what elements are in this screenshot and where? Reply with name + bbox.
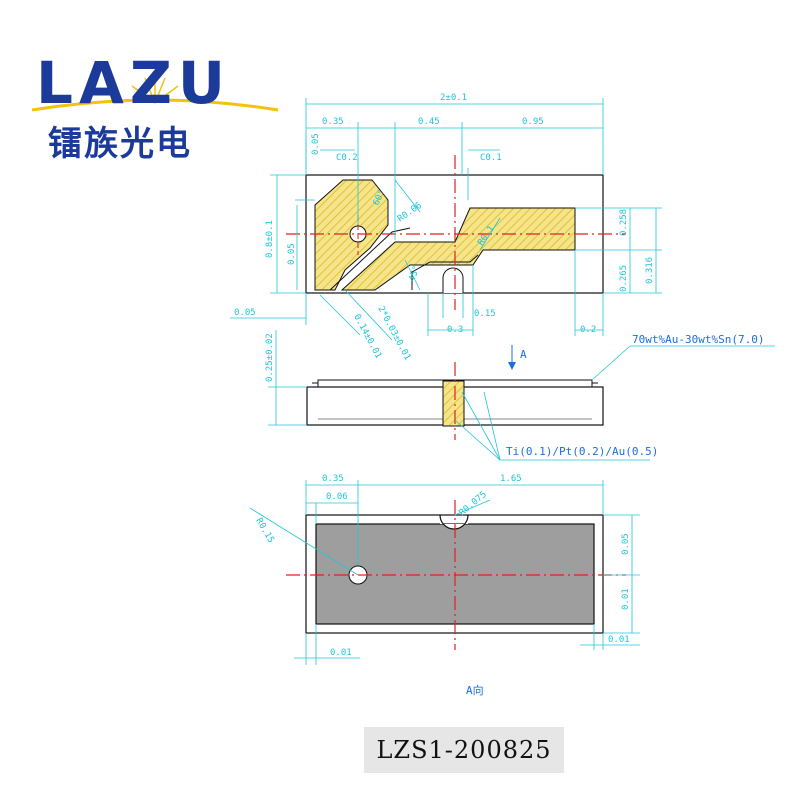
bottom-label-1: 0.14±0.01 (351, 313, 383, 361)
bottom-hole-label: R0.15 (253, 517, 275, 545)
side-thickness-label: 0.25±0.02 (265, 333, 275, 382)
bottom-view: 1.65 0.35 0.06 R0.15 R0.075 0.05 0.01 0.… (249, 474, 640, 697)
top-view: 2±0.1 0.35 0.45 0.95 0.05 0.8±0.1 0.05 0… (230, 93, 662, 362)
lazu-logo: LAZU 镭族光电 (20, 48, 290, 166)
view-arrow-icon (508, 362, 516, 370)
bottom-label-4: 0.15 (474, 309, 496, 319)
top-right-1: 0.265 (619, 265, 629, 292)
logo-sunburst-icon (31, 74, 279, 112)
bottom-left-label: 0.35 (322, 474, 344, 484)
callout-r006: R0.06 (396, 201, 424, 225)
callout-c01: C0.1 (480, 153, 502, 163)
edge-notch (442, 267, 464, 293)
top-seg-2: 0.95 (522, 117, 544, 127)
inner-pad-outline (411, 254, 479, 290)
solder-label: 70wt%Au-30wt%Sn(7.0) (632, 333, 764, 346)
top-seg-0: 0.35 (322, 117, 344, 127)
side-view-solder (442, 380, 465, 427)
top-left-1: 0.8±0.1 (265, 220, 275, 258)
view-arrow-label: A (520, 348, 527, 361)
part-code: LZS1-200825 (376, 736, 552, 764)
logo-brand-text: LAZU (36, 49, 231, 117)
bottom-offset-label: 0.06 (326, 492, 348, 502)
logo-chinese-text: 镭族光电 (48, 124, 192, 164)
bottom-right-0: 0.05 (621, 533, 631, 555)
side-view: 0.25±0.02 A 70wt%Au-30wt%Sn(7.0) Ti(0.1)… (265, 330, 775, 461)
bottom-label-5: 0.2 (580, 325, 596, 335)
part-code-box: LZS1-200825 (364, 727, 564, 773)
view-a-title: A向 (466, 683, 484, 697)
bottom-bottom-0: 0.01 (330, 648, 352, 658)
top-seg-1: 0.45 (418, 117, 440, 127)
callout-c02: C0.2 (336, 153, 358, 163)
bottom-label-0: 0.05 (234, 308, 256, 318)
pad-gap-outline (329, 227, 411, 291)
bottom-edge-notch (440, 515, 468, 529)
top-left-2: 0.05 (287, 243, 297, 265)
bottom-right-1: 0.01 (621, 588, 631, 610)
bottom-label-3: 0.3 (447, 325, 463, 335)
top-right-0: 0.258 (619, 209, 629, 236)
top-width-label: 2±0.1 (440, 93, 467, 103)
top-right-2: 0.316 (645, 257, 655, 284)
callout-45deg: 45° (407, 264, 422, 283)
bottom-bottom-1: 0.01 (608, 635, 630, 645)
bottom-width-label: 1.65 (500, 474, 522, 484)
metal-label: Ti(0.1)/Pt(0.2)/Au(0.5) (506, 445, 658, 458)
bottom-notch-label: R0.075 (458, 490, 489, 519)
top-left-0: 0.05 (311, 133, 321, 155)
